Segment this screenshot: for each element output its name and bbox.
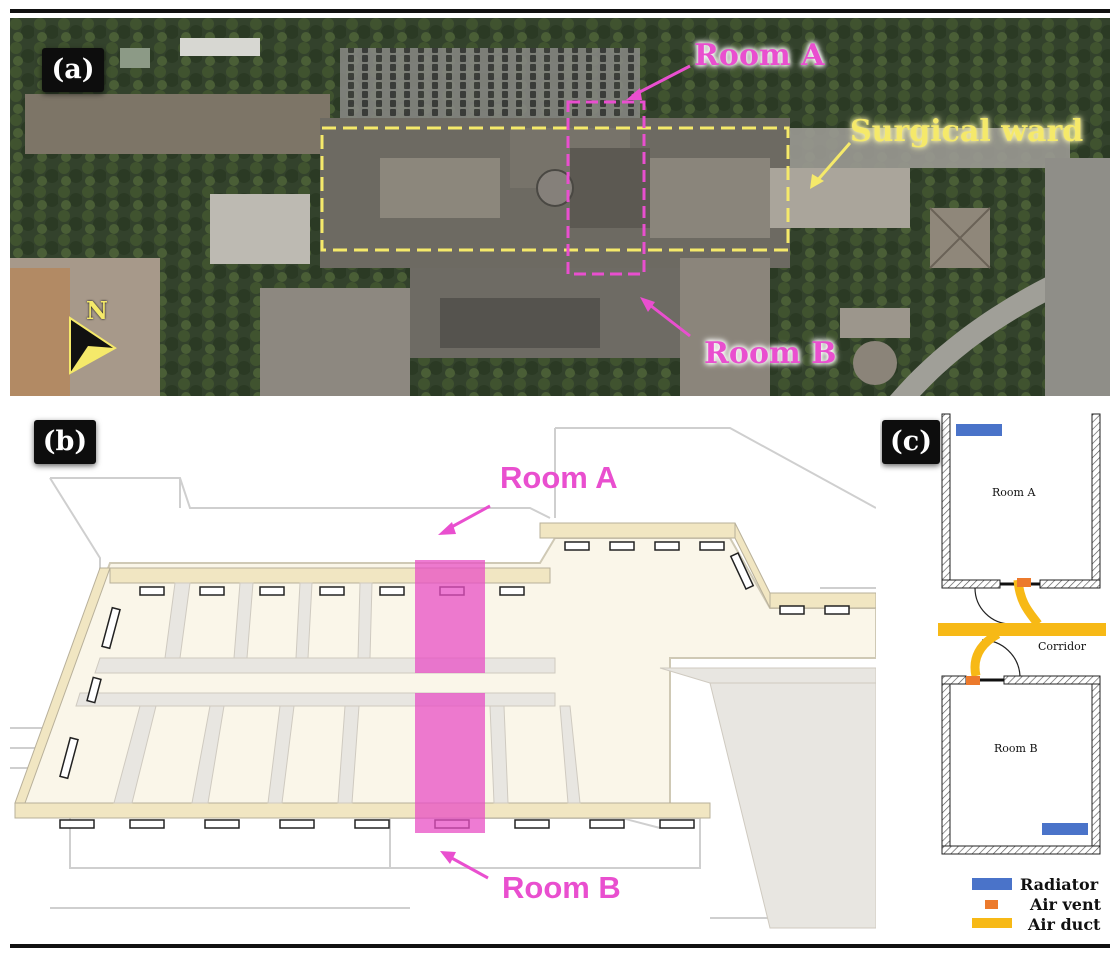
aerial-room-a-label: Room A <box>694 38 825 73</box>
floor-plan <box>938 413 1106 928</box>
legend-air-duct-swatch <box>972 918 1012 928</box>
model-room-a <box>415 560 485 673</box>
model-room-b-label: Room B <box>502 870 621 905</box>
plan-corridor-label: Corridor <box>1038 640 1086 653</box>
surgical-ward-label: Surgical ward <box>850 114 1084 149</box>
rooms-box <box>566 100 646 276</box>
panel-a-tag: (a) <box>42 48 104 92</box>
duct-to-room-b <box>970 630 1001 677</box>
north-label: N <box>86 296 108 325</box>
model-room-a-label: Room A <box>500 460 618 495</box>
legend-air-duct-label: Air duct <box>1028 915 1101 934</box>
room-b-arrow <box>645 300 691 338</box>
surgical-ward-box <box>320 126 790 252</box>
legend-air-vent-swatch <box>985 900 998 909</box>
model-room-a-arrow <box>445 504 491 532</box>
air-vent-room-a <box>1017 578 1031 587</box>
plan-room-b-label: Room B <box>994 742 1038 755</box>
aerial-photo <box>10 18 1110 396</box>
panel-c-tag: (c) <box>882 420 940 464</box>
room-a-arrow <box>631 64 691 98</box>
radiator-room-a <box>956 424 1002 436</box>
radiator-room-b <box>1042 823 1088 835</box>
corridor-duct <box>938 623 1106 636</box>
building-model-panel: (b) Room A Room B <box>10 408 876 941</box>
legend-air-vent-label: Air vent <box>1030 895 1101 914</box>
model-room-b-arrow <box>447 854 489 880</box>
aerial-room-b-label: Room B <box>704 336 837 371</box>
model-room-b <box>415 693 485 833</box>
plan-room-a <box>941 413 1101 589</box>
north-arrow-icon <box>69 316 117 375</box>
top-rule <box>10 9 1110 13</box>
legend-radiator-label: Radiator <box>1020 875 1099 894</box>
building-model <box>10 427 876 929</box>
ward-arrow <box>814 142 852 183</box>
bottom-rule <box>10 944 1110 948</box>
legend-radiator-swatch <box>972 878 1012 890</box>
floor-plan-panel: (c) Room A Room B Corridor Radiator Air … <box>880 408 1110 941</box>
aerial-photo-panel: (a) Room A Room B Surgical ward N <box>10 18 1110 396</box>
plan-room-a-label: Room A <box>992 486 1036 499</box>
panel-b-tag: (b) <box>34 420 96 464</box>
air-vent-room-b <box>966 676 980 685</box>
